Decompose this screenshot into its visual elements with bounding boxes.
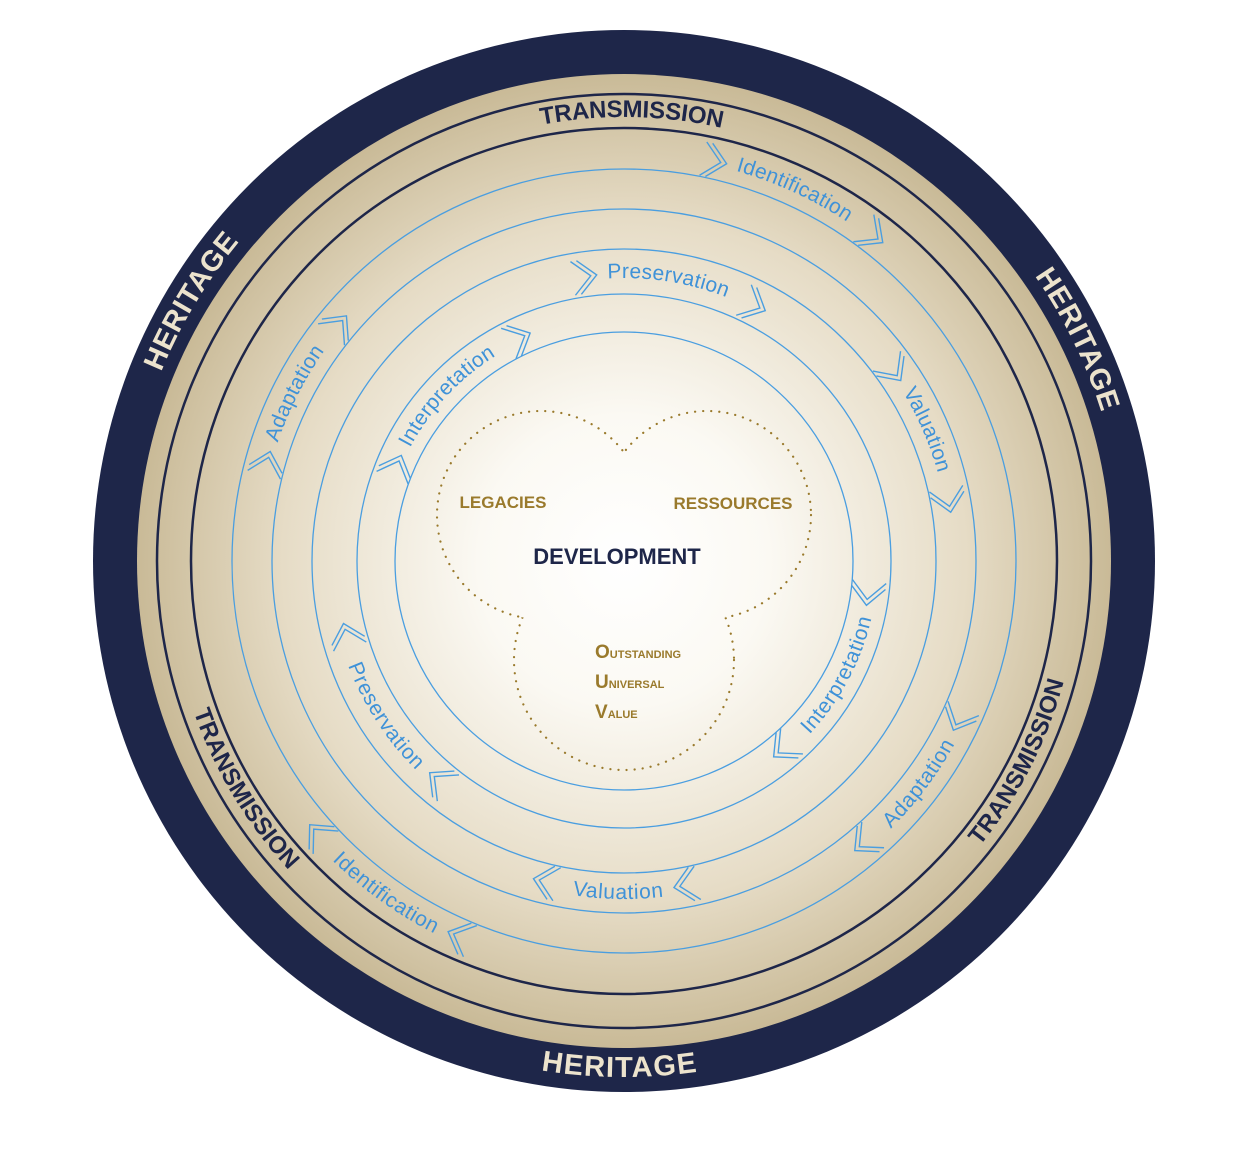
ressources-label: RESSOURCES: [673, 494, 792, 513]
cycle-arrow-chevron-icon: [447, 922, 478, 958]
cycle-circles: [231, 168, 1017, 954]
cycle-arrow-chevron-icon: [247, 450, 283, 480]
beige-disc: [137, 74, 1111, 1048]
cycle-arrows: [247, 141, 980, 958]
cycle-circle: [231, 168, 1017, 954]
heritage-label-bottom: HERITAGE: [540, 1045, 698, 1083]
ressources-dotted-circle: [601, 409, 813, 621]
step-valuation-bottom: Valuation: [572, 877, 664, 904]
svg-text:HERITAGE: HERITAGE: [540, 1045, 699, 1083]
cycle-arrow-chevron-icon: [772, 728, 803, 759]
legacies-label: LEGACIES: [460, 493, 547, 512]
cycle-arrow-chevron-icon: [376, 454, 412, 485]
cycle-arrow-chevron-icon: [308, 823, 339, 854]
cycle-arrow-chevron-icon: [500, 325, 532, 360]
ouv-line-outstanding: OUTSTANDING: [595, 642, 681, 663]
ouv-line-value: VALUE: [595, 702, 638, 723]
development-label: DEVELOPMENT: [533, 544, 701, 569]
cycle-circle: [271, 208, 977, 914]
cycle-arrow-chevron-icon: [532, 865, 562, 902]
ouv-line-universal: UNIVERSAL: [595, 672, 665, 693]
ouv-label: OUTSTANDING UNIVERSAL VALUE: [595, 642, 681, 723]
cycle-arrow-chevron-icon: [735, 284, 767, 319]
cycle-arrow-chevron-icon: [331, 622, 367, 652]
cycle-arrow-chevron-icon: [699, 141, 728, 178]
cycle-arrow-chevron-icon: [853, 821, 885, 853]
cycle-arrow-chevron-icon: [944, 701, 980, 732]
transmission-inner-line: [189, 126, 1059, 996]
cycle-arrow-chevron-icon: [318, 315, 349, 346]
cycle-arrow-chevron-icon: [872, 351, 905, 382]
cycle-arrow-chevron-icon: [672, 865, 702, 902]
cycle-circle: [356, 293, 892, 829]
svg-text:Valuation: Valuation: [572, 877, 665, 904]
cycle-arrow-chevron-icon: [428, 770, 460, 802]
legacies-dotted-circle: [435, 409, 647, 621]
ouv-dotted-circle: [512, 548, 736, 772]
cycle-arrow-chevron-icon: [853, 214, 884, 247]
cycle-circle: [311, 248, 937, 874]
transmission-outer-line: [155, 92, 1093, 1030]
cycle-arrow-chevron-icon: [851, 579, 887, 607]
cycle-arrow-chevron-icon: [929, 485, 965, 514]
cycle-arrow-chevron-icon: [570, 260, 598, 296]
cycle-circle: [394, 331, 854, 791]
